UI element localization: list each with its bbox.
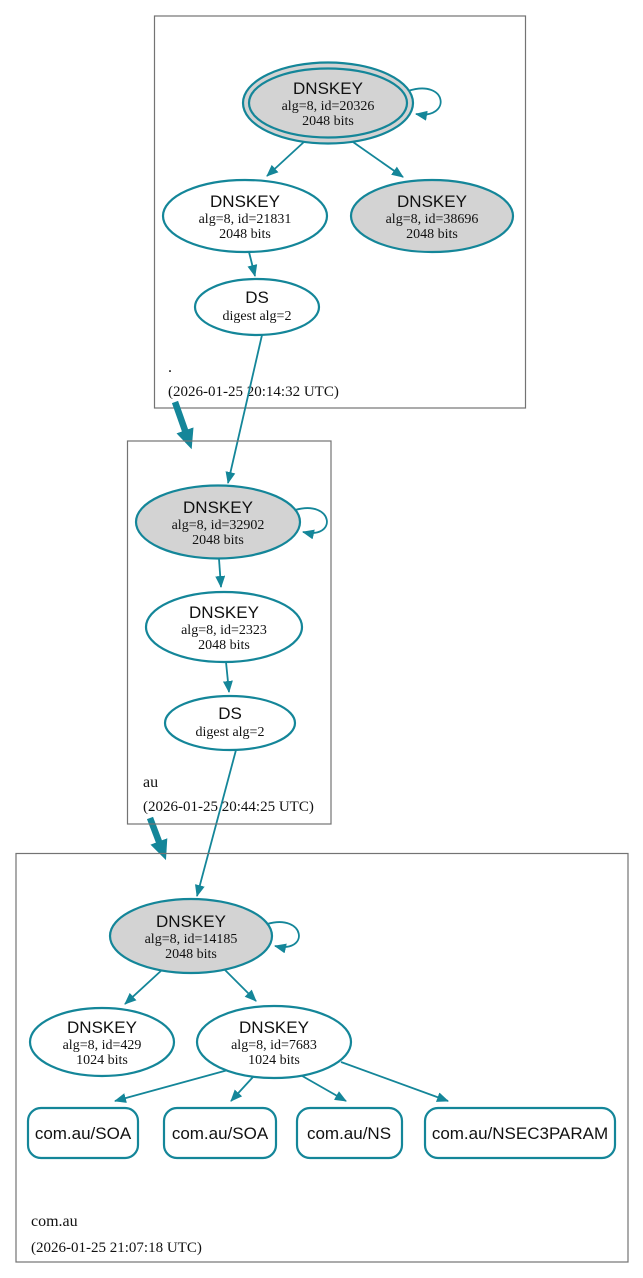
node-rrset-comau-soa-1-rect[interactable]	[26, 1106, 140, 1160]
node-dnskey-2323-detail: alg=8, id=2323	[181, 623, 267, 638]
edge-ksk20326-selfloop	[407, 87, 442, 121]
node-root-ds-ellipse[interactable]	[193, 277, 321, 337]
zone-au-timestamp: (2026-01-25 20:44:25 UTC)	[143, 799, 314, 815]
node-dnskey-20326-title: DNSKEY	[293, 79, 363, 98]
node-dnskey-2323-bits: 2048 bits	[198, 638, 250, 653]
node-dnskey-14185[interactable]: DNSKEY alg=8, id=14185 2048 bits	[108, 897, 274, 975]
edge-auds-to-comau-ksk	[195, 749, 237, 897]
edge-32902-to-2323	[215, 558, 226, 588]
node-dnskey-21831-bits: 2048 bits	[219, 227, 271, 242]
node-dnskey-32902[interactable]: DNSKEY alg=8, id=32902 2048 bits	[134, 484, 302, 560]
node-root-ds-detail: digest alg=2	[223, 309, 292, 324]
edge-21831-to-ds	[247, 251, 258, 277]
node-root-ds-title: DS	[245, 288, 269, 307]
edge-7683-to-ns	[296, 1072, 347, 1102]
zone-comau-name: com.au	[31, 1213, 78, 1230]
edge-delegation-au-to-comau	[146, 816, 168, 861]
edge-delegation-root-to-au	[171, 400, 194, 450]
edge-14185-to-7683	[224, 969, 257, 1002]
node-dnskey-14185-title: DNSKEY	[156, 912, 226, 931]
node-dnskey-14185-ellipse[interactable]	[108, 897, 274, 975]
node-dnskey-32902-title: DNSKEY	[183, 498, 253, 517]
node-au-ds[interactable]: DS digest alg=2	[163, 694, 297, 752]
zone-root-timestamp: (2026-01-25 20:14:32 UTC)	[168, 384, 339, 400]
node-rrset-comau-soa-1-label: com.au/SOA	[35, 1124, 132, 1143]
zone-comau: com.au (2026-01-25 21:07:18 UTC) DNSKEY …	[15, 852, 629, 1263]
node-dnskey-38696-bits: 2048 bits	[406, 227, 458, 242]
node-rrset-comau-nsec3param-label: com.au/NSEC3PARAM	[432, 1124, 608, 1143]
node-dnskey-21831-detail: alg=8, id=21831	[199, 212, 292, 227]
edge-2323-to-ds	[222, 661, 233, 693]
node-dnskey-429-detail: alg=8, id=429	[63, 1038, 142, 1053]
node-dnskey-429-bits: 1024 bits	[76, 1053, 128, 1068]
node-dnskey-20326-bits: 2048 bits	[302, 114, 354, 129]
edge-7683-to-soa2	[230, 1076, 254, 1102]
node-dnskey-14185-detail: alg=8, id=14185	[145, 932, 238, 947]
node-dnskey-21831[interactable]: DNSKEY alg=8, id=21831 2048 bits	[161, 178, 329, 254]
zone-comau-timestamp: (2026-01-25 21:07:18 UTC)	[31, 1240, 202, 1256]
node-dnskey-429-ellipse[interactable]	[28, 1006, 176, 1078]
node-rrset-comau-nsec3param-rect[interactable]	[423, 1106, 617, 1160]
edge-ksk32902-selfloop	[294, 507, 328, 540]
node-rrset-comau-soa-2-rect[interactable]	[162, 1106, 278, 1160]
node-rrset-comau-ns-label: com.au/NS	[307, 1124, 391, 1143]
node-dnskey-7683-ellipse[interactable]	[195, 1004, 353, 1080]
edge-14185-to-429	[124, 968, 164, 1005]
edge-7683-to-nsec3param	[340, 1061, 449, 1102]
node-dnskey-20326-outer[interactable]	[241, 61, 415, 145]
node-dnskey-2323[interactable]: DNSKEY alg=8, id=2323 2048 bits	[144, 590, 304, 664]
node-dnskey-7683-title: DNSKEY	[239, 1018, 309, 1037]
node-dnskey-38696[interactable]: DNSKEY alg=8, id=38696 2048 bits	[349, 178, 515, 254]
node-dnskey-32902-ellipse[interactable]	[134, 484, 302, 560]
edge-rootds-to-au-ksk	[225, 334, 263, 484]
node-dnskey-429-title: DNSKEY	[67, 1018, 137, 1037]
node-dnskey-20326[interactable]: DNSKEY alg=8, id=20326 2048 bits	[241, 61, 415, 145]
node-dnskey-38696-ellipse[interactable]	[349, 178, 515, 254]
node-dnskey-32902-detail: alg=8, id=32902	[172, 518, 265, 533]
edge-ksk14185-selfloop	[266, 921, 300, 954]
node-rrset-comau-soa-1[interactable]: com.au/SOA	[26, 1106, 140, 1160]
zone-au-name: au	[143, 774, 158, 791]
zone-root-box	[153, 15, 527, 409]
node-dnskey-20326-inner	[247, 67, 409, 139]
edge-7683-to-soa1	[114, 1069, 229, 1103]
node-dnskey-38696-title: DNSKEY	[397, 192, 467, 211]
zone-root-name: .	[168, 359, 172, 376]
node-rrset-comau-ns[interactable]: com.au/NS	[295, 1106, 404, 1160]
zone-au: au (2026-01-25 20:44:25 UTC) DNSKEY alg=…	[126, 440, 332, 825]
zone-comau-box	[15, 852, 629, 1263]
node-au-ds-ellipse[interactable]	[163, 694, 297, 752]
node-rrset-comau-soa-2[interactable]: com.au/SOA	[162, 1106, 278, 1160]
node-dnskey-21831-ellipse[interactable]	[161, 178, 329, 254]
node-dnskey-32902-bits: 2048 bits	[192, 533, 244, 548]
node-dnskey-38696-detail: alg=8, id=38696	[386, 212, 479, 227]
node-dnskey-7683[interactable]: DNSKEY alg=8, id=7683 1024 bits	[195, 1004, 353, 1080]
node-dnskey-429[interactable]: DNSKEY alg=8, id=429 1024 bits	[28, 1006, 176, 1078]
node-au-ds-title: DS	[218, 704, 242, 723]
node-dnskey-21831-title: DNSKEY	[210, 192, 280, 211]
edge-20326-to-38696	[352, 141, 404, 178]
zone-au-box	[126, 440, 332, 825]
node-root-ds[interactable]: DS digest alg=2	[193, 277, 321, 337]
edge-20326-to-21831	[266, 140, 306, 177]
node-dnskey-7683-bits: 1024 bits	[248, 1053, 300, 1068]
node-dnskey-20326-detail: alg=8, id=20326	[282, 99, 375, 114]
node-rrset-comau-nsec3param[interactable]: com.au/NSEC3PARAM	[423, 1106, 617, 1160]
node-dnskey-2323-ellipse[interactable]	[144, 590, 304, 664]
node-dnskey-14185-bits: 2048 bits	[165, 947, 217, 962]
node-dnskey-2323-title: DNSKEY	[189, 603, 259, 622]
node-rrset-comau-soa-2-label: com.au/SOA	[172, 1124, 269, 1143]
node-rrset-comau-ns-rect[interactable]	[295, 1106, 404, 1160]
node-dnskey-7683-detail: alg=8, id=7683	[231, 1038, 317, 1053]
node-au-ds-detail: digest alg=2	[196, 725, 265, 740]
zone-root: . (2026-01-25 20:14:32 UTC) DNSKEY alg=8…	[153, 15, 527, 409]
